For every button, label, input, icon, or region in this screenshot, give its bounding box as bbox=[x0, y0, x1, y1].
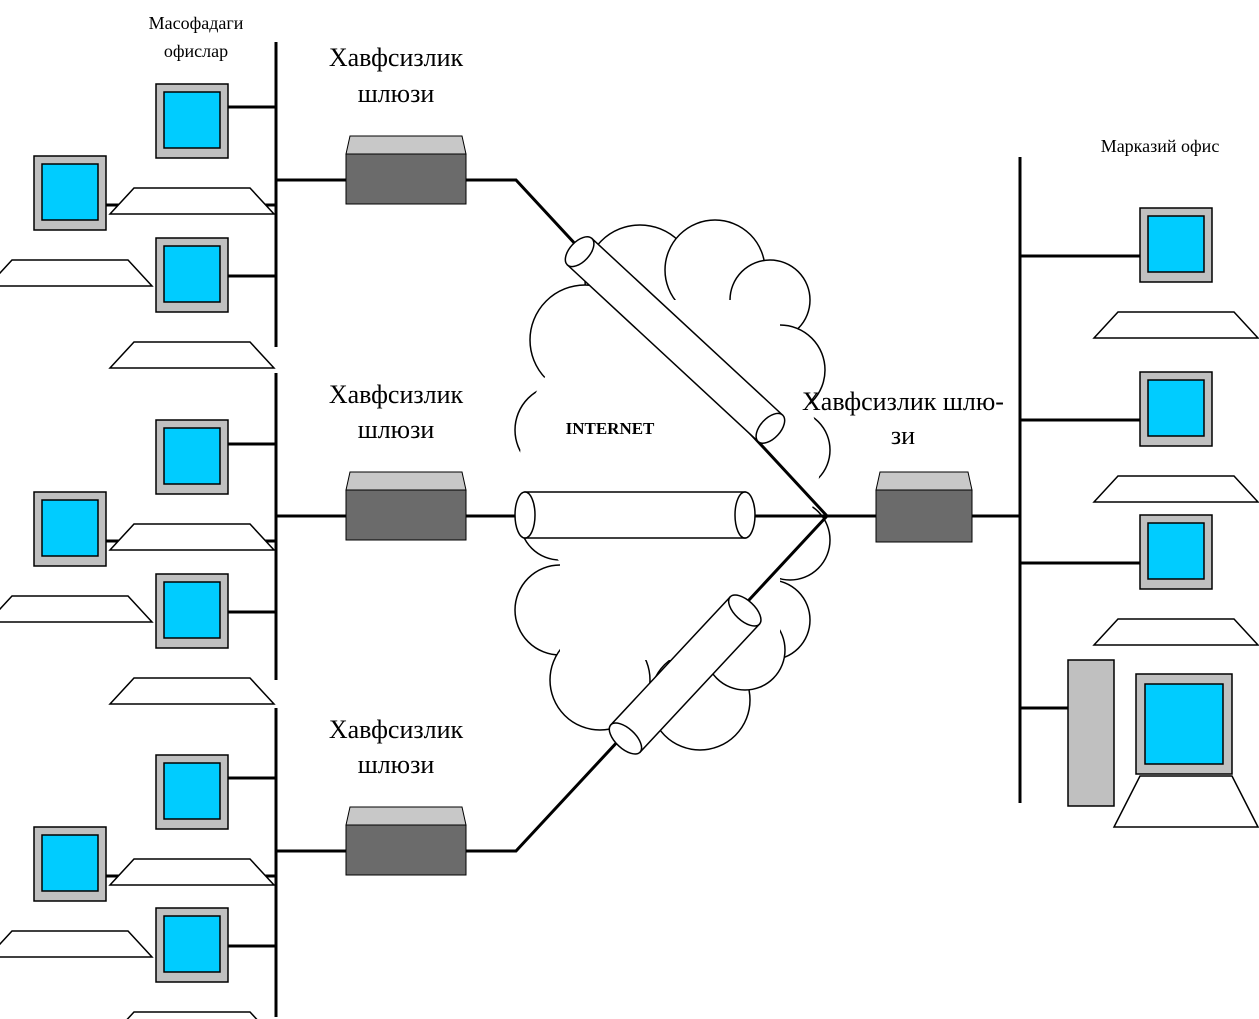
remote-computer bbox=[0, 491, 153, 623]
gateway-label-3-line2: шлюзи bbox=[358, 750, 435, 779]
vpn-tunnel-1 bbox=[564, 236, 786, 444]
gateway-label-central-line1: Хавфсизлик шлю- bbox=[802, 387, 1004, 416]
gateway-label-1-line2: шлюзи bbox=[358, 79, 435, 108]
remote-computer bbox=[109, 83, 275, 215]
central-server bbox=[1067, 659, 1259, 828]
remote-computer bbox=[109, 754, 275, 886]
security-gateway-2 bbox=[345, 471, 467, 541]
remote-computer bbox=[109, 573, 275, 705]
remote-computer bbox=[109, 419, 275, 551]
gateway-label-1-line1: Хавфсизлик bbox=[329, 43, 464, 72]
gateway-label-central-line2: зи bbox=[891, 421, 915, 450]
central-computer bbox=[1093, 514, 1259, 646]
remote-offices-label-line1: Масофадаги bbox=[149, 13, 244, 33]
internet-label: INTERNET bbox=[566, 419, 655, 438]
remote-computer bbox=[109, 237, 275, 369]
vpn-tunnel-2 bbox=[514, 491, 756, 539]
central-computer bbox=[1093, 207, 1259, 339]
security-gateway-central bbox=[875, 471, 973, 543]
vpn-tunnel-3 bbox=[608, 594, 762, 755]
gateway-label-2-line1: Хавфсизлик bbox=[329, 380, 464, 409]
central-office-label: Марказий офис bbox=[1101, 136, 1220, 156]
remote-offices-label-line2: офислар bbox=[164, 41, 228, 61]
security-gateway-3 bbox=[345, 806, 467, 876]
server-tower bbox=[1067, 659, 1115, 807]
remote-computer bbox=[109, 907, 275, 1019]
remote-computer bbox=[0, 155, 153, 287]
security-gateway-1 bbox=[345, 135, 467, 205]
gateway-label-3-line1: Хавфсизлик bbox=[329, 715, 464, 744]
gateway-label-2-line2: шлюзи bbox=[358, 415, 435, 444]
remote-computer bbox=[0, 826, 153, 958]
central-computer bbox=[1093, 371, 1259, 503]
